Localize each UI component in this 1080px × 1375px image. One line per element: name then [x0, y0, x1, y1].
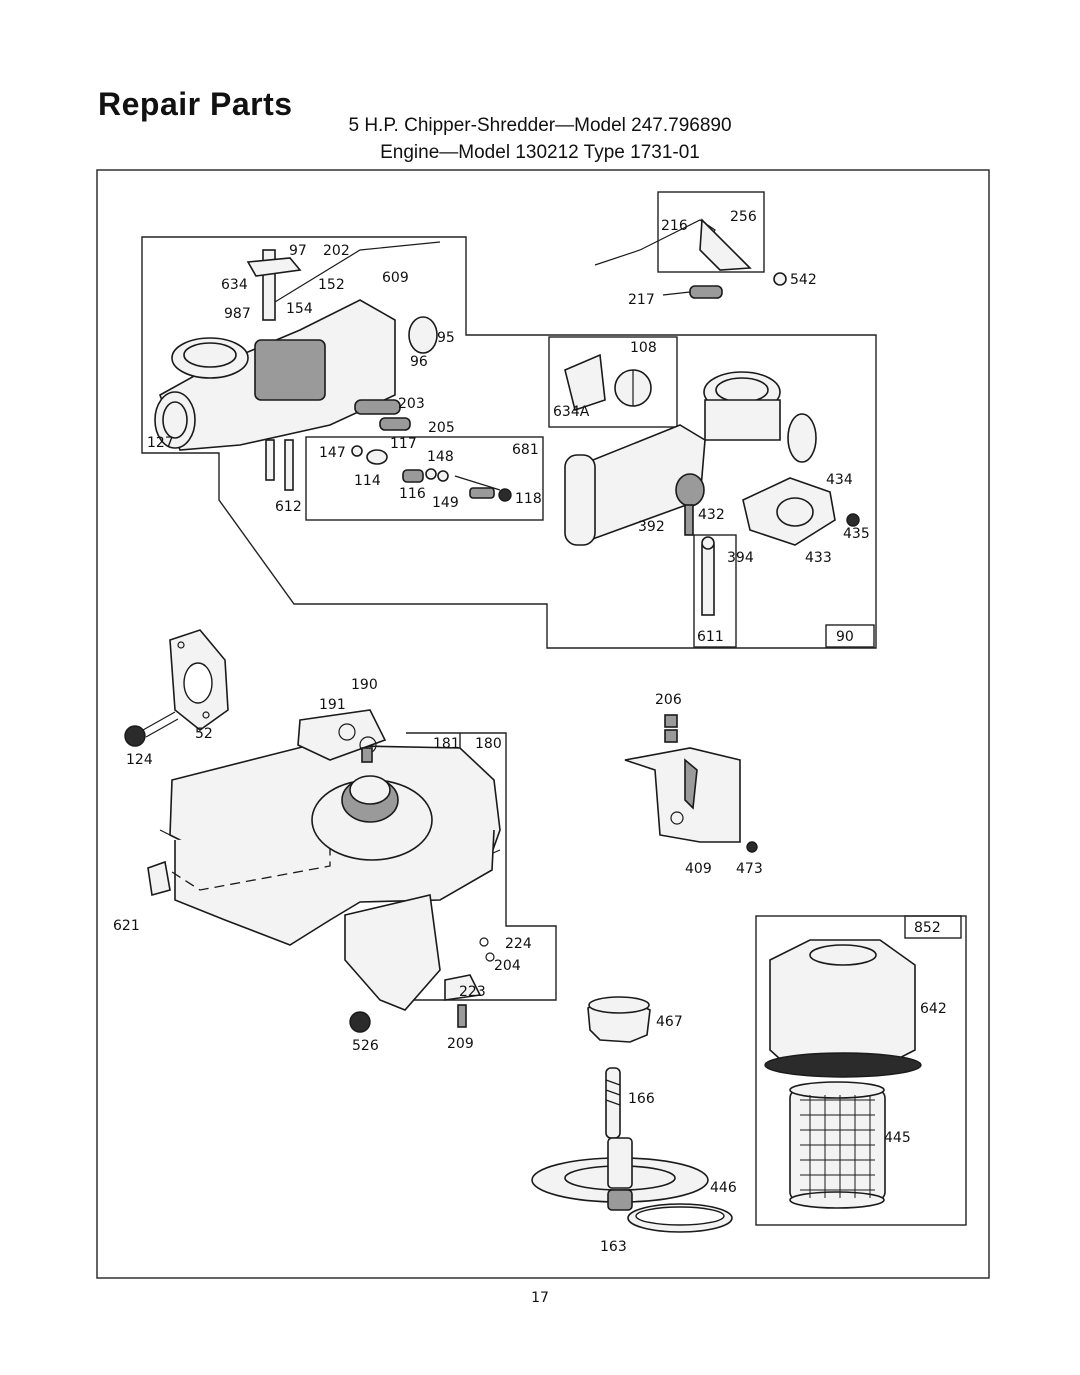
callout-634a: 634A [553, 404, 590, 420]
callout-445: 445 [884, 1130, 911, 1146]
callout-432: 432 [698, 507, 725, 523]
throttle-spring-drawing [594, 218, 787, 299]
callout-433: 433 [805, 550, 832, 566]
callout-434: 434 [826, 472, 853, 488]
callout-611: 611 [697, 629, 724, 645]
box-108 [548, 336, 678, 428]
bracket-409-drawing [624, 714, 758, 853]
callout-446: 446 [710, 1180, 737, 1196]
callout-124: 124 [126, 752, 153, 768]
box-611 [693, 534, 737, 648]
callout-95: 95 [437, 330, 455, 346]
carburetor-left-drawing [154, 241, 441, 491]
callout-204: 204 [494, 958, 521, 974]
needle-valve-parts-drawing [351, 445, 512, 502]
callout-108: 108 [630, 340, 657, 356]
page-title: Repair Parts [98, 86, 293, 122]
gasket-drawing [169, 629, 229, 732]
callout-118: 118 [515, 491, 542, 507]
callout-52: 52 [195, 726, 213, 742]
callout-612: 612 [275, 499, 302, 515]
choke-parts-drawing [564, 353, 652, 412]
fuel-tank-group-frame [406, 732, 557, 1001]
callout-987: 987 [224, 306, 251, 322]
callout-223: 223 [459, 984, 486, 1000]
callout-181: 181 [433, 736, 460, 752]
callout-154: 154 [286, 301, 313, 317]
carburetor-group-frame [141, 236, 877, 649]
air-cleaner-drawing [764, 939, 922, 1209]
callout-621: 621 [113, 918, 140, 934]
callout-542: 542 [790, 272, 817, 288]
bolt-124-drawing [124, 711, 179, 747]
callout-90: 90 [836, 629, 854, 645]
callout-852: 852 [914, 920, 941, 936]
callout-256: 256 [730, 209, 757, 225]
callout-681: 681 [512, 442, 539, 458]
callout-117: 117 [390, 436, 417, 452]
chipper-model-subtitle: 5 H.P. Chipper-Shredder—Model 247.796890 [348, 115, 732, 136]
callout-202: 202 [323, 243, 350, 259]
air-cleaner-frame [755, 915, 967, 1226]
callout-114: 114 [354, 473, 381, 489]
callout-96: 96 [410, 354, 428, 370]
callout-642: 642 [920, 1001, 947, 1017]
callout-127: 127 [147, 435, 174, 451]
box-852 [904, 915, 962, 939]
callout-206: 206 [655, 692, 682, 708]
callout-392: 392 [638, 519, 665, 535]
page-number: 17 [531, 1290, 549, 1306]
callout-190: 190 [351, 677, 378, 693]
callout-147: 147 [319, 445, 346, 461]
callout-166: 166 [628, 1091, 655, 1107]
callout-labels: 97 202 634 152 609 987 154 95 96 203 205… [113, 209, 947, 1255]
box-216 [657, 191, 765, 273]
callout-224: 224 [505, 936, 532, 952]
callout-473: 473 [736, 861, 763, 877]
callout-163: 163 [600, 1239, 627, 1255]
box-681 [305, 436, 544, 521]
callout-394: 394 [727, 550, 754, 566]
callout-409: 409 [685, 861, 712, 877]
engine-model-subtitle: Engine—Model 130212 Type 1731-01 [380, 142, 700, 163]
callout-191: 191 [319, 697, 346, 713]
callout-526: 526 [352, 1038, 379, 1054]
callout-203: 203 [398, 396, 425, 412]
callout-205: 205 [428, 420, 455, 436]
callout-97: 97 [289, 243, 307, 259]
callout-209: 209 [447, 1036, 474, 1052]
carburetor-right-drawing [564, 371, 860, 616]
cap-467-drawing [587, 996, 651, 1043]
callout-180: 180 [475, 736, 502, 752]
callout-609: 609 [382, 270, 409, 286]
callout-116: 116 [399, 486, 426, 502]
callout-148: 148 [427, 449, 454, 465]
callout-149: 149 [432, 495, 459, 511]
callout-152: 152 [318, 277, 345, 293]
box-90 [825, 624, 875, 648]
callout-467: 467 [656, 1014, 683, 1030]
outer-frame [96, 169, 990, 1279]
callout-435: 435 [843, 526, 870, 542]
callout-634: 634 [221, 277, 248, 293]
fuel-tank-drawing [147, 709, 501, 1033]
callout-216: 216 [661, 218, 688, 234]
callout-217: 217 [628, 292, 655, 308]
shaft-and-dish-drawing [531, 1067, 733, 1233]
